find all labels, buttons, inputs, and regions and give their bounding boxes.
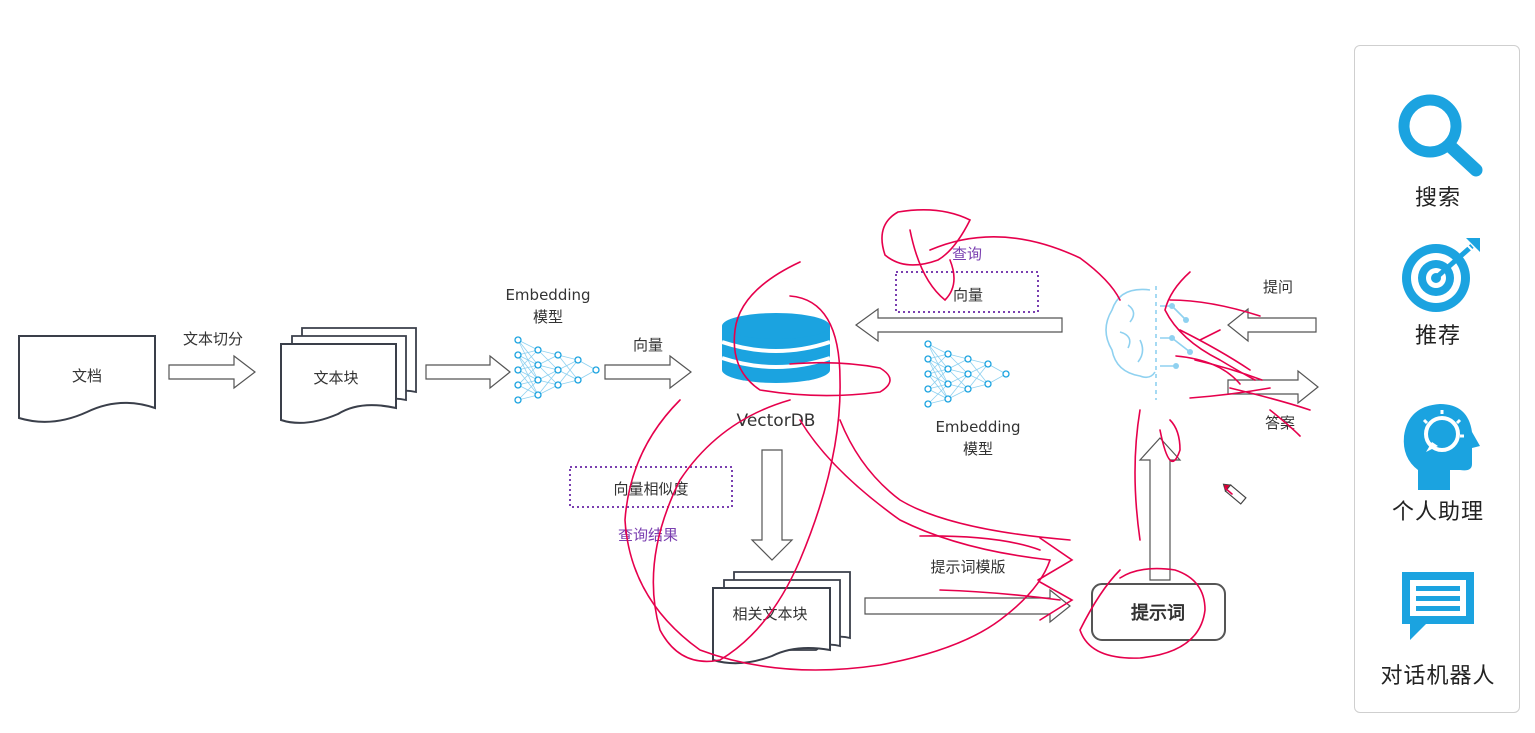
query-vector-box [895, 271, 1039, 313]
ask-label: 提问 [1263, 278, 1293, 296]
similarity-label: 向量相似度 [613, 480, 688, 498]
answer-arrow [1227, 369, 1319, 405]
query-vector-label: 向量 [953, 286, 983, 304]
side-item-recommend-label: 推荐 [1414, 324, 1461, 349]
down-arrow [750, 449, 794, 561]
embedding-model-2-node [924, 340, 1010, 408]
rag-diagram: 文档 文本切分 文本块 Embedding 模型 向量 VectorDB 向量 [18, 208, 1319, 671]
side-item-chatbot-label: 对话机器人 [1380, 664, 1496, 689]
query-result-label: 查询结果 [618, 526, 678, 544]
side-item-assistant: 个人助理 [1355, 398, 1521, 526]
vector-arrow [604, 354, 692, 390]
brain-icon [1105, 286, 1193, 400]
vectordb-icon [721, 313, 831, 383]
side-item-recommend: 推荐 [1355, 234, 1521, 350]
text-chunks-label: 文本块 [313, 369, 358, 387]
split-label: 文本切分 [183, 330, 243, 348]
chat-icon [1402, 572, 1474, 640]
similarity-box [569, 466, 733, 508]
use-case-panel: 搜索 推荐 个人助理 [1354, 45, 1520, 713]
embedding-model-node [514, 336, 600, 404]
ask-arrow [1227, 307, 1317, 343]
query-label: 查询 [952, 245, 982, 263]
vectordb-label: VectorDB [737, 411, 816, 431]
pen-cursor-icon [1222, 483, 1247, 505]
to-embedding-arrow [425, 354, 511, 390]
head-brain-icon [1403, 404, 1480, 490]
embedding-model-label-line1: Embedding [505, 286, 590, 304]
text-chunks-node: 文本块 [280, 327, 417, 424]
related-chunks-node: 相关文本块 [712, 571, 851, 665]
embedding-model-2-label-line1: Embedding [935, 418, 1020, 436]
template-arrow [864, 588, 1071, 624]
side-item-chatbot: 对话机器人 [1355, 566, 1521, 690]
embedding-model-label-line2: 模型 [533, 308, 563, 326]
side-item-search-label: 搜索 [1414, 186, 1461, 211]
side-item-search: 搜索 [1355, 84, 1521, 212]
side-item-assistant-label: 个人助理 [1391, 500, 1484, 525]
split-arrow [168, 354, 256, 390]
search-icon [1398, 94, 1483, 177]
up-arrow [1138, 437, 1182, 581]
document-node: 文档 [18, 335, 156, 423]
prompt-label: 提示词 [1131, 602, 1185, 624]
document-label: 文档 [72, 367, 102, 385]
template-label: 提示词模版 [930, 558, 1005, 576]
vector-label: 向量 [633, 336, 663, 354]
target-icon [1402, 238, 1480, 312]
handwritten-annotations [624, 208, 1311, 671]
embedding-model-2-label-line2: 模型 [963, 440, 993, 458]
answer-label: 答案 [1265, 414, 1295, 432]
query-arrow [854, 307, 1063, 343]
prompt-box [1091, 583, 1226, 641]
